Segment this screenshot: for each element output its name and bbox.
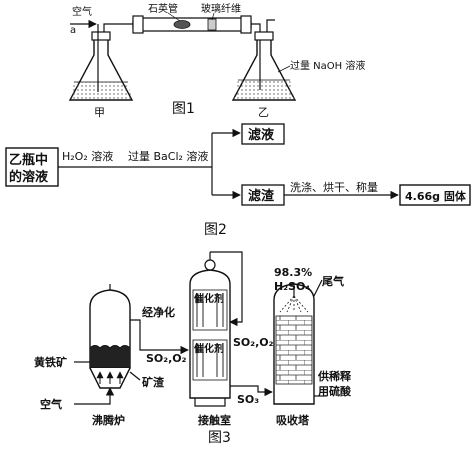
slag-label: 矿渣 xyxy=(142,375,165,389)
figure-2-caption: 图2 xyxy=(204,222,227,238)
filtrate-label: 滤液 xyxy=(248,127,274,143)
figure-1-caption: 图1 xyxy=(172,101,195,117)
catalyst-label-1: 催化剂 xyxy=(194,292,224,305)
acid-concentration: 98.3% xyxy=(274,266,312,279)
flask-yi-label: 乙 xyxy=(258,106,269,119)
naoh-pointer xyxy=(277,65,291,73)
quartz-tube-label: 石英管 xyxy=(148,2,178,15)
reagent-bacl2: 过量 BaCl₂ 溶液 xyxy=(128,149,208,163)
result-label: 4.66g 固体 xyxy=(405,189,467,203)
so2o2-label-b: SO₂,O₂ xyxy=(233,336,274,349)
tail-gas-label: 尾气 xyxy=(321,274,344,288)
acid-label: H₂SO₄ xyxy=(274,280,310,293)
flask-jia xyxy=(68,23,135,101)
reagent-h2o2: H₂O₂ 溶液 xyxy=(62,149,113,163)
purified-label: 经净化 xyxy=(142,305,175,319)
result-box xyxy=(399,184,471,206)
supply-label-1: 供稀释 xyxy=(317,369,352,383)
figure-1: 空气 a 甲 石英管 玻璃纤维 xyxy=(68,2,365,119)
figure-3: 黄铁矿 空气 矿渣 沸腾炉 经净化 SO₂,O₂ 催化剂 催化剂 xyxy=(34,251,352,446)
contact-chamber xyxy=(189,252,231,407)
air-feed xyxy=(74,387,115,405)
furnace-label: 沸腾炉 xyxy=(92,413,125,427)
residue-label: 滤渣 xyxy=(248,188,275,204)
so3-pipe xyxy=(230,385,273,397)
supply-label-2: 用硫酸 xyxy=(318,384,352,398)
glass-fiber-label: 玻璃纤维 xyxy=(201,2,241,15)
so3-label: SO₃ xyxy=(237,393,259,406)
pyrite-label: 黄铁矿 xyxy=(34,355,67,369)
absorber-label: 吸收塔 xyxy=(276,413,310,427)
operations-label: 洗涤、烘干、称量 xyxy=(290,180,378,194)
slag-outlet xyxy=(129,371,141,381)
figure-3-caption: 图3 xyxy=(208,430,231,446)
filtrate-box xyxy=(241,123,285,145)
boiling-furnace xyxy=(89,284,131,389)
air-label: 空气 xyxy=(72,5,92,18)
contact-chamber-label: 接触室 xyxy=(198,413,231,427)
flask-jia-label: 甲 xyxy=(94,106,105,119)
absorption-tower xyxy=(273,279,326,405)
quartz-pointer xyxy=(167,12,181,22)
start-line-2: 的溶液 xyxy=(9,169,48,185)
start-box xyxy=(5,147,59,187)
inlet-a-label: a xyxy=(70,25,76,36)
air-label-3: 空气 xyxy=(40,397,62,411)
flask-yi xyxy=(231,19,297,101)
recycle-pipe xyxy=(210,251,243,327)
quartz-tube xyxy=(132,15,252,34)
start-line-1: 乙瓶中 xyxy=(9,152,48,168)
fiber-pointer xyxy=(211,12,215,21)
figure-2: 乙瓶中 的溶液 H₂O₂ 溶液 过量 BaCl₂ 溶液 滤液 滤渣 洗涤、烘干、… xyxy=(5,123,471,238)
gas-pipe-1 xyxy=(130,319,189,355)
so2o2-label-a: SO₂,O₂ xyxy=(146,352,187,365)
naoh-label: 过量 NaOH 溶液 xyxy=(290,59,365,72)
catalyst-label-2: 催化剂 xyxy=(194,342,224,355)
